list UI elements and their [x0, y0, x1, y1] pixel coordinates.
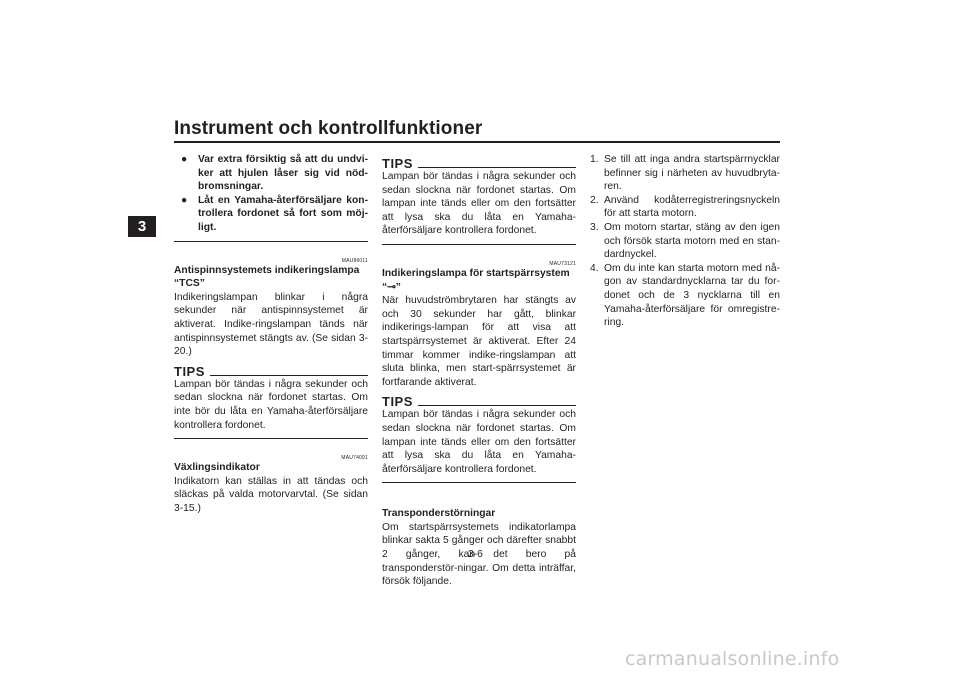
section-heading: Indikeringslampa för startspärrsystem “⊸… — [382, 267, 570, 293]
page-number: 3-6 — [468, 549, 483, 560]
column-3: 1.Se till att inga andra startspärrnyckl… — [586, 153, 780, 330]
tips-rule — [209, 374, 368, 376]
tips-header: TIPS — [174, 365, 368, 378]
column-1: ●Var extra försiktig så att du undvi-ker… — [174, 153, 368, 515]
title-rule — [174, 141, 780, 143]
bullet-icon: ● — [181, 154, 188, 165]
section-code: MAU73121 — [549, 260, 576, 267]
bullet-icon: ● — [181, 194, 188, 206]
section-heading: Antispinnsystemets indikeringslampa “TCS… — [174, 264, 360, 290]
column-2: TIPS Lampan bör tändas i några sekunder … — [382, 157, 576, 589]
tips-label: TIPS — [382, 156, 413, 171]
list-item: 1.Se till att inga andra startspärrnyckl… — [590, 154, 780, 193]
warning-item: ●Var extra försiktig så att du undvi-ker… — [181, 154, 368, 193]
tips-header: TIPS — [382, 395, 576, 408]
section-code: MAU74091 — [341, 455, 368, 462]
tips-label: TIPS — [382, 394, 413, 410]
tips-text: Lampan bör tändas i några sekunder och s… — [174, 378, 368, 431]
list-item: 4.Om du inte kan starta motorn med nå-go… — [590, 262, 780, 329]
divider — [174, 438, 368, 440]
tips-rule — [417, 405, 576, 407]
page-title: Instrument och kontrollfunktioner — [174, 118, 483, 139]
divider — [382, 482, 576, 484]
section-text: Indikeringslampan blinkar i några sekund… — [174, 291, 368, 358]
section-text: När huvudströmbrytaren har stängts av oc… — [382, 295, 576, 388]
section-code: MAU86011 — [341, 257, 368, 264]
footer-watermark: carmanualsonline.info — [625, 648, 840, 670]
section-heading: Växlingsindikator — [174, 462, 260, 474]
chapter-tab: 3 — [128, 216, 156, 237]
tips-text: Lampan bör tändas i några sekunder och s… — [382, 171, 576, 237]
tips-rule — [417, 167, 576, 168]
section-heading: Transponderstörningar — [382, 508, 496, 520]
tips-text: Lampan bör tändas i några sekunder och s… — [382, 409, 576, 475]
tips-label: TIPS — [174, 363, 205, 379]
steps-list: 1.Se till att inga andra startspärrnyckl… — [586, 153, 780, 330]
list-item: 3.Om motorn startar, stäng av den igen o… — [590, 221, 780, 261]
list-item: 2.Använd kodåterregistreringsnyckeln för… — [590, 194, 780, 220]
section-text: Om startspärrsystemets indikatorlampa bl… — [382, 521, 576, 588]
divider — [382, 243, 576, 245]
warning-item: ●Låt en Yamaha-återförsäljare kon-trolle… — [181, 194, 368, 233]
tips-header: TIPS — [382, 157, 576, 170]
divider — [174, 240, 368, 242]
section-text: Indikatorn kan ställas in att tändas och… — [174, 475, 368, 514]
